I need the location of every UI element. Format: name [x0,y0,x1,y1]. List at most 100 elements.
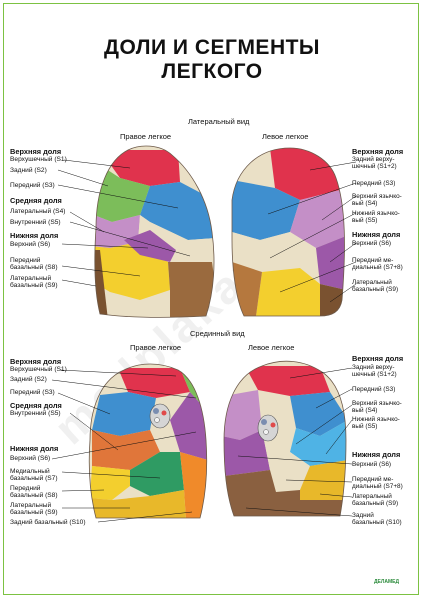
lateral-view-heading: Латеральный вид [188,117,250,126]
medial-left-lung-title: Левое легкое [248,343,295,352]
med-r-s8-label-2: базальный (S8) [10,492,58,499]
seg-s12-left-medial [245,366,330,396]
seg-s6-right-medial [170,392,207,460]
lat-l-s5-label-2: вый (S5) [352,217,378,224]
med-r-s1-label: Верхушечный (S1) [10,366,67,373]
med-l-s12-label-2: шечный (S1+2) [352,371,397,378]
lat-l-s3-label: Передний (S3) [352,180,396,187]
left-hilum [257,414,279,442]
right-hilum [149,403,171,429]
med-l-s12-label-1: Задний верху- [352,364,395,371]
med-r-s6-label: Верхний (S6) [10,455,51,462]
med-l-s9-label-2: базальный (S9) [352,500,399,507]
med-l-lower-group: Нижняя доля [352,450,401,459]
lat-r-s1-label: Верхушечный (S1) [10,156,67,163]
seg-s5-right-medial [92,430,160,470]
lat-l-lower-group: Нижняя доля [352,230,401,239]
lat-r-s9-label-1: Латеральный [10,275,52,282]
seg-s3-right-medial [92,392,156,436]
lat-r-s6-label: Верхний (S6) [10,241,51,248]
lat-r-lower-group: Нижняя доля [10,231,59,240]
med-l-s9-label-1: Латеральный [352,493,392,500]
lat-r-s9-label-2: базальный (S9) [10,282,58,289]
seg-s12-left-lateral [270,148,340,200]
lat-r-s4-label: Латеральный (S4) [10,208,66,215]
med-l-s78-label-2: диальный (S7+8) [352,483,403,490]
seg-s4-left-lateral [290,190,345,248]
med-l-s4-label-2: вый (S4) [352,407,378,414]
med-l-s10-label-2: базальный (S10) [352,519,402,526]
lat-r-upper-group: Верхняя доля [10,147,62,156]
lat-l-s78-label-2: диальный (S7+8) [352,264,403,271]
med-r-s7-label-1: Медиальный [10,468,50,475]
med-r-s9-label-2: базальный (S9) [10,509,58,516]
seg-s1-right-lateral [100,150,180,186]
seg-s7-right-medial [130,452,184,496]
seg-s5-left-lateral [232,232,316,272]
med-r-s8-label-1: Передний [10,485,41,492]
seg-s10-left-medial [224,470,346,516]
lat-r-s3-label: Передний (S3) [10,182,55,189]
lat-l-s9-label-1: Латеральный [352,279,392,286]
lat-r-s2-label: Задний (S2) [10,167,47,174]
publisher-logo: ДЕЛАМЕД [374,579,400,585]
page-title-line2: ЛЕГКОГО [161,60,263,83]
lateral-right-lung-title: Правое легкое [120,132,172,141]
med-l-s6-label: Верхний (S6) [352,461,392,468]
med-r-s7-label-2: базальный (S7) [10,475,58,482]
seg-s10-right-medial [180,452,207,518]
lat-l-s5-label-1: Нижний язычко- [352,210,400,217]
med-l-s4-label-1: Верхний язычко- [352,400,402,407]
medial-right-lung [89,364,207,518]
seg-s6-left-lateral [316,236,345,290]
med-r-s3-label: Передний (S3) [10,389,55,396]
lat-l-s4-label-2: вый (S4) [352,200,378,207]
med-l-s78-label-1: Передний ме- [352,476,394,483]
lat-l-s12-label-1: Задний верху- [352,156,395,163]
seg-s9-right-lateral [168,262,214,318]
med-l-s5-label-2: вый (S5) [352,423,378,430]
lat-r-s8-label-1: Передний [10,257,41,264]
page-border [3,3,419,595]
seg-s78-left-medial [262,430,310,492]
seg-s9-right-medial [90,490,186,518]
med-r-upper-group: Верхняя доля [10,357,62,366]
seg-s3-left-medial [290,392,346,436]
seg-s3-left-lateral [232,180,300,240]
med-l-s10-label-1: Задний [352,512,374,519]
seg-s10-right-lateral [94,250,108,318]
seg-s10-left-lateral [232,262,262,316]
seg-s3-right-lateral [140,182,214,240]
seg-s9-left-medial [300,460,346,500]
med-l-upper-group: Верхняя доля [352,354,404,363]
lateral-right-lung [94,145,214,318]
seg-s2-right-lateral [94,165,150,222]
lat-r-middle-group: Средняя доля [10,196,62,205]
lat-r-s8-label-2: базальный (S8) [10,264,58,271]
lat-l-s12-label-2: шечный (S1+2) [352,163,397,170]
medial-left-lung [224,361,346,516]
seg-s6-right-lateral [124,230,176,262]
med-r-s5-label: Внутренний (S5) [10,410,61,417]
seg-s9-left-lateral [320,284,345,316]
lateral-left-lung [232,148,345,316]
med-l-s5-label-1: Нижний язычко- [352,416,400,423]
page-title-line1: ДОЛИ И СЕГМЕНТЫ [104,36,320,59]
med-r-s2-label: Задний (S2) [10,376,47,383]
med-r-s9-label-1: Латеральный [10,502,52,509]
seg-s4-left-medial [224,390,262,440]
med-r-s10-label: Задний базальный (S10) [10,519,86,526]
lat-r-s5-label: Внутренний (S5) [10,219,61,226]
lat-l-s4-label-1: Верхний язычко- [352,193,402,200]
lat-l-s6-label: Верхний (S6) [352,240,392,247]
lat-l-s9-label-2: базальный (S9) [352,286,399,293]
med-r-middle-group: Средняя доля [10,401,62,410]
med-r-lower-group: Нижняя доля [10,444,59,453]
lateral-left-lung-title: Левое легкое [262,132,309,141]
medial-view-heading: Срединный вид [190,329,245,338]
seg-s5-left-medial [290,420,346,466]
lat-l-s78-label-1: Передний ме- [352,257,394,264]
medial-right-lung-title: Правое легкое [130,343,182,352]
med-l-s3-label: Передний (S3) [352,386,396,393]
